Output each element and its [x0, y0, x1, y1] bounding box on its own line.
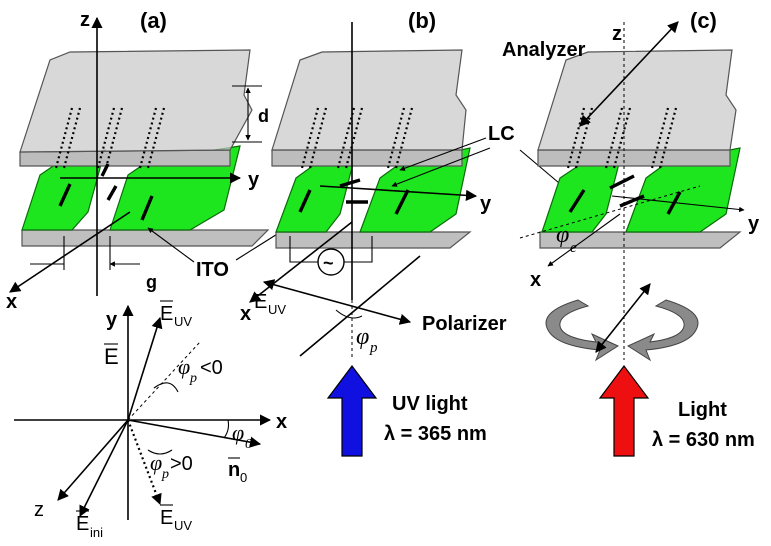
lc-dotted-columns [54, 107, 166, 169]
vector-diagram: y x z E E UV φ p <0 φ 0 φ p >0 n 0 E ini… [14, 300, 287, 540]
lc-dotted-columns-c [566, 107, 678, 169]
axis-x-label-c: x [530, 269, 541, 291]
red-light-arrow [598, 365, 650, 457]
ito-electrode-right [109, 145, 241, 231]
phi-p-label-sub: p [369, 340, 378, 356]
rotation-arrow-left-icon [545, 299, 620, 362]
axis-x-line-c [547, 213, 621, 267]
vec-axis-z-label: z [34, 499, 44, 521]
panel-a-label: (a) [140, 8, 167, 33]
axis-y-label-b: y [480, 193, 492, 215]
vec-n0-line [127, 419, 262, 448]
panel-a: (a) z y x d g ITO [6, 8, 291, 313]
e-uv-double-arrow [262, 279, 412, 325]
panel-c-label: (c) [690, 8, 717, 33]
uv-light-line1: UV light [392, 393, 468, 415]
lc-pointer-1 [399, 137, 487, 171]
rotation-arrow-right-icon [626, 299, 699, 362]
source-wires [289, 236, 373, 263]
analyzer-label: Analyzer [502, 39, 586, 61]
lc-molecules-c [568, 174, 682, 215]
phi-e-reference-line [519, 185, 701, 239]
ito-pointer-left [147, 227, 195, 263]
vec-phi0-arc [223, 419, 230, 439]
vec-axis-z [57, 419, 129, 501]
phi-e-label-main: φ [556, 222, 569, 248]
vec-e-label: E [104, 344, 119, 369]
lc-molecules [58, 163, 154, 221]
vec-phi-p-neg-rel: <0 [200, 357, 223, 379]
vec-axis-y-label: y [106, 309, 118, 331]
phi-p-label-main: φ [356, 324, 369, 350]
ac-source-icon [317, 248, 345, 276]
e-uv-label-sub: UV [268, 302, 286, 317]
ito-electrode-right-c [625, 147, 741, 233]
dim-g-label: g [146, 272, 157, 292]
vec-n0-sub: 0 [240, 470, 247, 485]
panel-b-label: (b) [408, 8, 436, 33]
axis-x-line [9, 211, 131, 293]
vec-phi-p-neg-main: φ [178, 354, 190, 379]
polarization-double-arrow [595, 283, 651, 353]
top-glass-edge-c [537, 149, 731, 167]
vec-e-uv-upper-sub: UV [174, 314, 192, 329]
substrate-bottom-b [275, 231, 472, 249]
vec-phi0-sub: 0 [245, 437, 252, 452]
vec-axis-x-label: x [276, 411, 287, 433]
ac-source-symbol: ~ [323, 253, 334, 273]
ito-label: ITO [196, 259, 229, 281]
axis-y-label-c: y [748, 213, 760, 235]
vec-phi-p-neg-arc [153, 382, 179, 393]
polarizer-label: Polarizer [422, 313, 507, 335]
vec-phi0-main: φ [232, 420, 244, 445]
vec-e-uv-lower-sub: UV [174, 518, 192, 533]
axis-y-line-c [611, 195, 745, 213]
lc-label: LC [488, 123, 515, 145]
vec-phi-p-pos-main: φ [150, 450, 162, 475]
axis-z-label: z [80, 9, 90, 31]
light-line1: Light [678, 399, 727, 421]
lc-molecules-b [298, 178, 410, 215]
vec-e-ini-line [79, 419, 129, 518]
phi-e-label-sub: e [570, 240, 577, 256]
phi-p-arc-b [335, 309, 363, 319]
vec-n0-main: n [228, 459, 240, 481]
vec-e-uv-upper [127, 316, 163, 421]
vec-phi-p-pos-sub: p [161, 467, 169, 482]
panel-b: (b) y x LC ~ E UV φ p Polarizer UV light [240, 8, 586, 457]
top-glass-b [271, 49, 467, 151]
top-glass [19, 49, 253, 153]
axis-y-label: y [248, 169, 260, 191]
axis-x-label: x [6, 291, 17, 313]
light-line2: λ = 630 nm [652, 429, 755, 451]
vec-phi-p-pos-rel: >0 [170, 453, 193, 475]
dim-d-label: d [258, 106, 269, 126]
axis-y-line-b [319, 185, 478, 201]
polarizer-line [299, 255, 421, 357]
axis-z-label-c: z [612, 23, 622, 45]
axis-x-label-b: x [240, 303, 251, 325]
analyzer-double-arrow [579, 21, 679, 127]
panel-c: (c) y x φ e Analyzer z Light λ = 630 nm [502, 8, 760, 457]
vec-e-ini-sub: ini [90, 525, 103, 540]
lc-pointer-2 [391, 147, 491, 187]
vec-phi-p-neg-sub: p [189, 371, 197, 386]
vec-phi-p-pos-arc [147, 449, 173, 455]
e-uv-label-main: E [254, 291, 267, 313]
uv-light-arrow [326, 365, 378, 457]
ito-electrode-right-b [359, 147, 471, 233]
substrate-bottom [21, 229, 270, 247]
vec-e-ini-main: E [76, 513, 89, 535]
top-glass-edge [19, 149, 231, 167]
uv-light-line2: λ = 365 nm [384, 423, 487, 445]
vec-e-uv-lower-main: E [160, 507, 173, 529]
vec-e-uv-upper-main: E [160, 303, 173, 325]
lc-dotted-columns-b [300, 107, 414, 169]
